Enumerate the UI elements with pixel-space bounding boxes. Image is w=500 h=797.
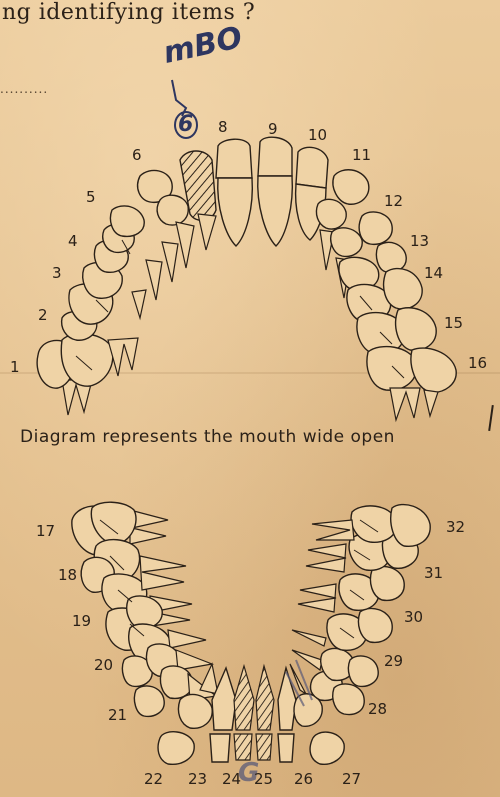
tooth-number: 8 (218, 118, 228, 136)
tooth-number: 20 (94, 656, 113, 674)
tooth-number: 14 (424, 264, 443, 282)
tooth-number: 17 (36, 522, 55, 540)
tooth-number: 6 (132, 146, 142, 164)
tooth-number: 22 (144, 770, 163, 788)
tooth-number: 4 (68, 232, 78, 250)
tooth-number: 10 (308, 126, 327, 144)
tooth-number: 21 (108, 706, 127, 724)
pencil-circle (175, 112, 197, 138)
tooth-number: 15 (444, 314, 463, 332)
diagram-caption: Diagram represents the mouth wide open (20, 427, 395, 447)
tooth-number: 32 (446, 518, 465, 536)
tooth-number: 12 (384, 192, 403, 210)
tooth-number: 24 (222, 770, 241, 788)
tooth-number: 5 (86, 188, 96, 206)
pencil-stroke (172, 80, 186, 116)
lower-arch (72, 502, 430, 764)
tooth-number: 29 (384, 652, 403, 670)
tooth-number: 23 (188, 770, 207, 788)
tooth-number: 1 (10, 358, 20, 376)
tooth-number: 3 (52, 264, 62, 282)
tooth-number: 16 (468, 354, 487, 372)
tooth-number: 9 (268, 120, 278, 138)
upper-arch (37, 137, 456, 420)
tooth-number: 25 (254, 770, 273, 788)
tooth-number: 2 (38, 306, 48, 324)
tooth-number: 30 (404, 608, 423, 626)
tooth-number: 11 (352, 146, 371, 164)
tooth-number: 18 (58, 566, 77, 584)
tooth-number: 31 (424, 564, 443, 582)
tooth-number: 28 (368, 700, 387, 718)
tooth-number: 13 (410, 232, 429, 250)
tooth-number: 27 (342, 770, 361, 788)
tooth-number: 19 (72, 612, 91, 630)
tooth-number: 26 (294, 770, 313, 788)
